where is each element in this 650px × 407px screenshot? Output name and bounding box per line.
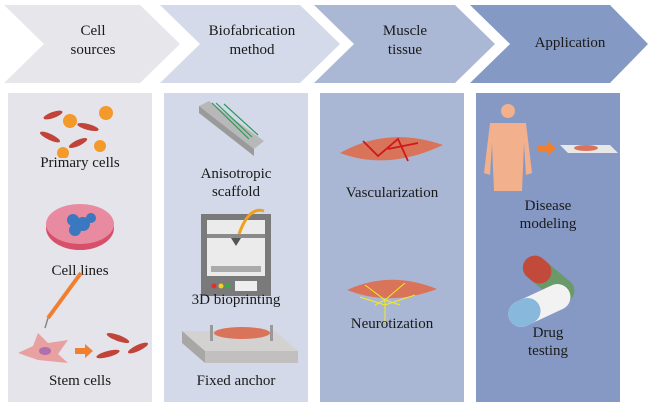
disease-modeling-icon [484,104,618,191]
anisotropic-scaffold-icon [199,101,264,156]
label-vascularization: Vascularization [345,185,439,201]
petri-dish-icon [46,204,114,250]
label-disease-modeling: Disease modeling [476,197,620,233]
label-fixed-anchor: Fixed anchor [196,373,276,389]
drug-capsules-icon [508,255,575,327]
panel-biofabrication: Anisotropic scaffold 3D bioprinting Fixed… [164,93,308,402]
chevron-biofabrication [160,5,340,83]
label-line: testing [528,343,568,359]
header-line: sources [70,42,116,58]
label-line: modeling [519,216,577,232]
label-neurotization: Neurotization [350,316,434,332]
neurotized-muscle-icon [347,279,437,323]
label-drug-testing: Drug testing [476,324,620,360]
label-line: Disease [524,198,572,214]
header-line: tissue [387,42,423,58]
header-line: Application [534,35,606,51]
primary-cells-icon [39,106,113,158]
panel-application: Disease modeling Drug testing [476,93,620,402]
label-stem-cells: Stem cells [48,373,112,389]
header-cell-sources: Cell sources [18,22,168,60]
label-primary-cells: Primary cells [40,155,120,171]
chevron-application [470,5,648,83]
chevron-muscle-tissue [314,5,495,83]
label-line: Anisotropic [200,166,272,182]
stem-cells-icon [18,271,149,363]
panel-cell-sources: Primary cells Cell lines Stem cells [8,93,152,402]
label-cell-lines: Cell lines [51,263,109,279]
label-line: scaffold [211,184,261,200]
label-3d-bioprinting: 3D bioprinting [191,292,281,308]
header-application: Application [495,34,645,53]
fixed-anchor-icon [182,325,298,363]
header-muscle-tissue: Muscle tissue [330,22,480,60]
header-biofabrication: Biofabrication method [177,22,327,60]
label-anisotropic-scaffold: Anisotropic scaffold [164,165,308,201]
header-line: method [229,42,275,58]
stage-chevrons [4,5,648,83]
header-line: Cell [80,23,106,39]
chevron-cell-sources [4,5,180,83]
header-line: Biofabrication [208,23,296,39]
vascularized-muscle-icon [340,137,443,162]
panel-muscle-tissue: Vascularization Neurotization [320,93,464,402]
label-line: Drug [532,325,564,341]
header-line: Muscle [382,23,428,39]
3d-bioprinter-icon [201,208,271,296]
